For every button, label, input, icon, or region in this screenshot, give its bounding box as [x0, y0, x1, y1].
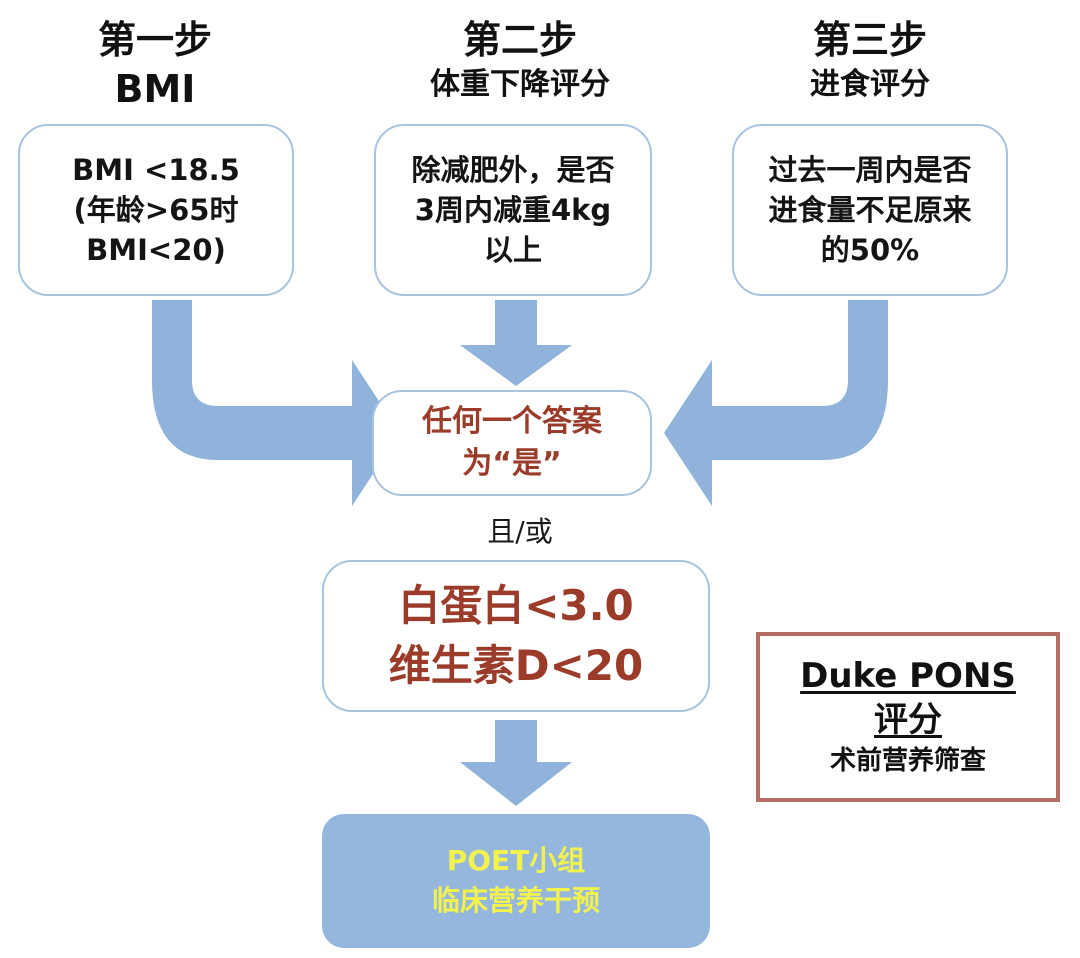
- step2-subheading: 体重下降评分: [430, 67, 610, 102]
- duke-pons-subtitle: 术前营养筛查: [829, 746, 986, 776]
- step1-criteria-line: (年龄>65时: [73, 193, 239, 227]
- answer-line: 为“是”: [462, 446, 562, 481]
- poet-intervention-box: POET小组 临床营养干预: [322, 814, 710, 948]
- step2-criteria-line: 3周内减重4kg: [414, 193, 612, 227]
- duke-pons-box: Duke PONS 评分 术前营养筛查: [756, 632, 1060, 802]
- step2-criteria-line: 除减肥外，是否: [411, 153, 615, 187]
- answer-line: 任何一个答案: [422, 404, 602, 439]
- arrow-step2-to-answer: [460, 300, 572, 386]
- poet-line: 临床营养干预: [431, 884, 600, 917]
- duke-pons-title: Duke PONS: [800, 656, 1016, 696]
- step1-criteria-box: BMI <18.5 (年龄>65时 BMI<20): [18, 124, 294, 296]
- step3-title: 第三步 进食评分: [760, 16, 980, 106]
- step3-criteria-box: 过去一周内是否 进食量不足原来 的50%: [732, 124, 1008, 296]
- step2-criteria-box: 除减肥外，是否 3周内减重4kg 以上: [374, 124, 652, 296]
- step3-criteria-line: 的50%: [820, 233, 920, 267]
- arrow-step1-to-answer: [152, 300, 400, 506]
- step1-criteria-line: BMI <18.5: [72, 153, 240, 187]
- vitamin-d-threshold: 维生素D<20: [388, 641, 644, 690]
- step1-criteria-line: BMI<20): [86, 233, 226, 267]
- arrow-lab-to-outcome: [460, 720, 572, 806]
- step1-subheading: BMI: [114, 67, 196, 111]
- duke-pons-score-label: 评分: [874, 700, 942, 740]
- step3-criteria-line: 进食量不足原来: [768, 193, 972, 227]
- poet-line: POET小组: [446, 844, 586, 877]
- step3-subheading: 进食评分: [810, 67, 930, 102]
- albumin-threshold: 白蛋白<3.0: [398, 581, 634, 630]
- step2-criteria-line: 以上: [483, 233, 542, 267]
- and-or-connector: 且/或: [487, 515, 553, 548]
- step3-heading: 第三步: [812, 18, 927, 62]
- step2-heading: 第二步: [462, 18, 577, 62]
- answer-box: 任何一个答案 为“是”: [372, 390, 652, 496]
- step3-criteria-line: 过去一周内是否: [768, 153, 972, 187]
- step1-heading: 第一步: [97, 18, 212, 62]
- step1-title: 第一步 BMI: [50, 16, 260, 114]
- lab-threshold-box: 白蛋白<3.0 维生素D<20: [322, 560, 710, 712]
- arrow-step3-to-answer: [664, 300, 888, 506]
- step2-title: 第二步 体重下降评分: [390, 16, 650, 106]
